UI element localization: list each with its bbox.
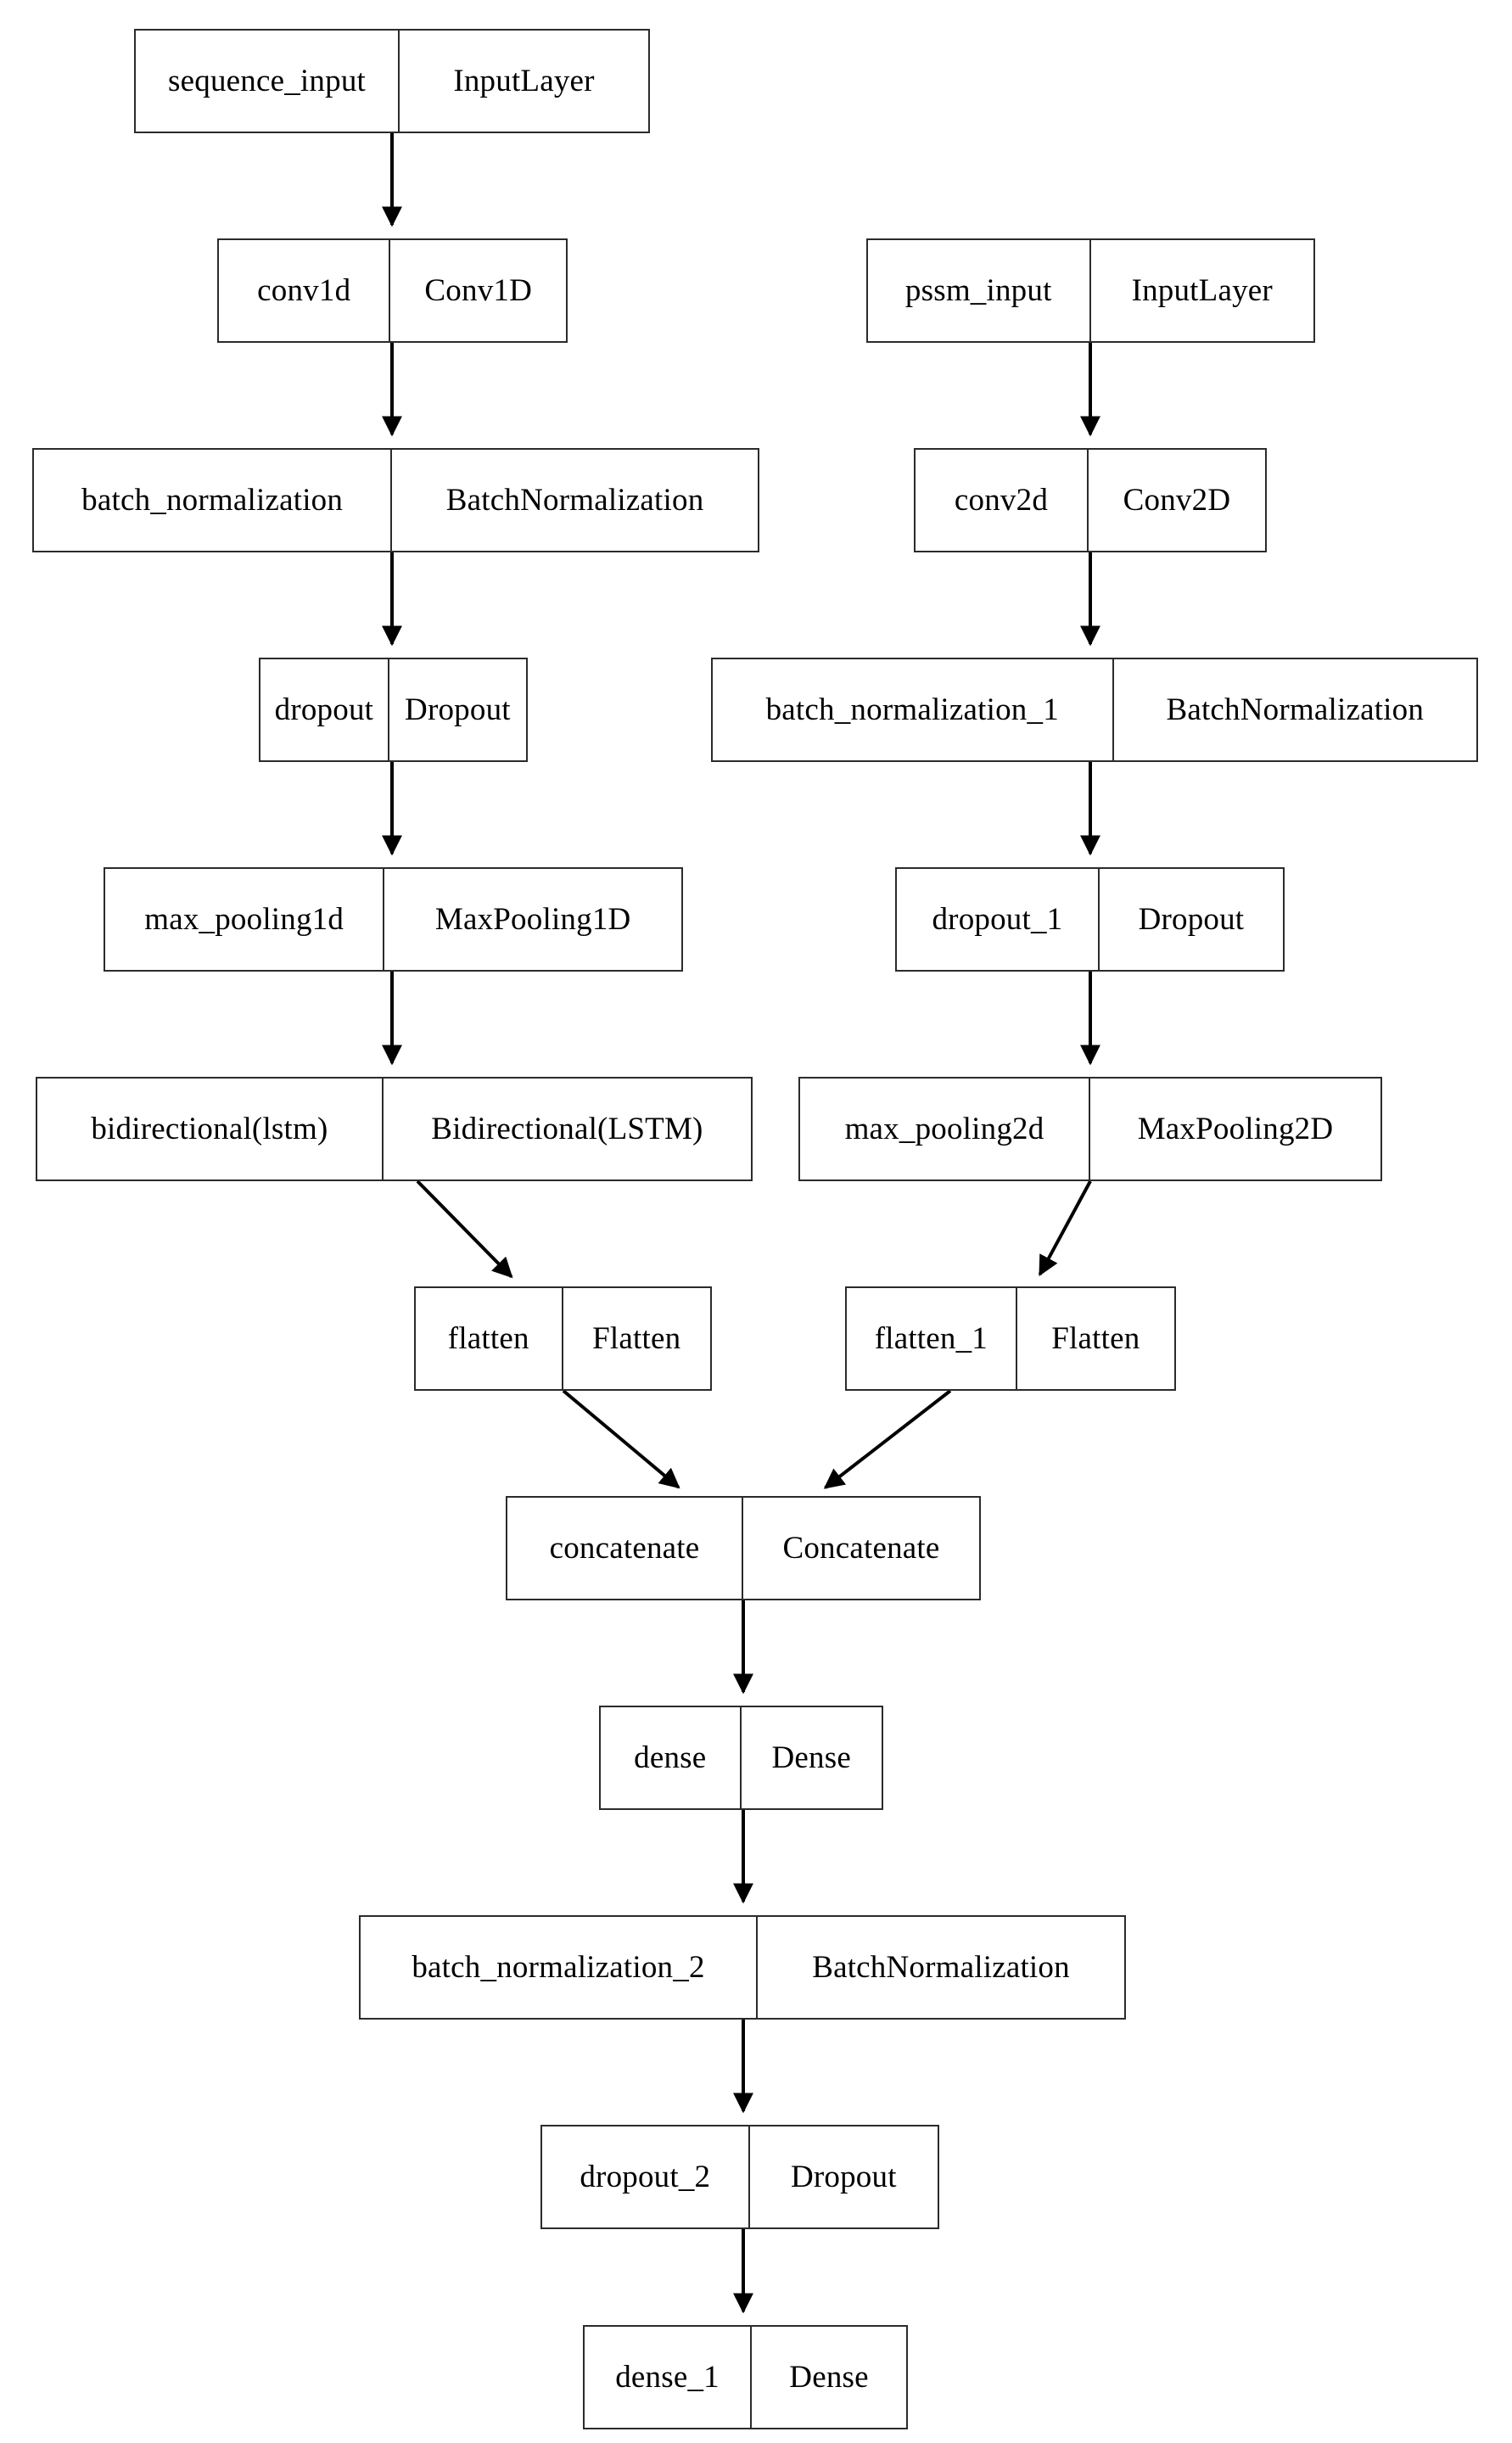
layer-type-max_pooling2d: MaxPooling2D bbox=[1137, 1112, 1334, 1146]
layer-name-max_pooling1d: max_pooling1d bbox=[105, 869, 385, 970]
layer-name-max_pooling2d: max_pooling2d bbox=[800, 1079, 1090, 1179]
edge-flatten-to-concatenate bbox=[562, 1389, 680, 1489]
layer-name-dense: dense bbox=[601, 1707, 742, 1808]
layer-node-batch_normalization_2[interactable]: batch_normalization_2 BatchNormalization bbox=[359, 1915, 1126, 2020]
layer-type-sequence_input: InputLayer bbox=[453, 64, 595, 98]
layer-node-conv1d[interactable]: conv1d Conv1D bbox=[217, 238, 568, 343]
layer-type-batch_normalization_2: BatchNormalization bbox=[812, 1950, 1070, 1985]
layer-type-dense_1: Dense bbox=[789, 2360, 869, 2395]
layer-node-dropout_2[interactable]: dropout_2 Dropout bbox=[540, 2125, 939, 2229]
layer-type-flatten_1: Flatten bbox=[1051, 1321, 1140, 1356]
layer-type-dropout_1: Dropout bbox=[1138, 902, 1245, 937]
layer-name-batch_normalization_1: batch_normalization_1 bbox=[713, 659, 1114, 760]
layer-name-flatten: flatten bbox=[416, 1288, 563, 1389]
layer-type-dense: Dense bbox=[771, 1740, 851, 1775]
layer-node-batch_normalization_1[interactable]: batch_normalization_1 BatchNormalization bbox=[711, 658, 1478, 762]
edge-max_pooling2d-to-flatten_1 bbox=[1038, 1180, 1092, 1277]
layer-type-conv1d: Conv1D bbox=[424, 273, 533, 308]
layer-name-dropout_2: dropout_2 bbox=[542, 2126, 750, 2227]
layer-node-max_pooling1d[interactable]: max_pooling1d MaxPooling1D bbox=[104, 867, 683, 972]
layer-name-bidirectional_lstm: bidirectional(lstm) bbox=[37, 1079, 384, 1179]
layer-name-flatten_1: flatten_1 bbox=[847, 1288, 1017, 1389]
layer-type-concatenate: Concatenate bbox=[782, 1531, 940, 1566]
layer-type-dropout: Dropout bbox=[405, 692, 511, 727]
layer-name-batch_normalization_2: batch_normalization_2 bbox=[361, 1917, 758, 2018]
layer-name-concatenate: concatenate bbox=[507, 1498, 743, 1599]
layer-node-flatten[interactable]: flatten Flatten bbox=[414, 1286, 712, 1391]
edge-bidirectional_lstm-to-flatten bbox=[416, 1179, 513, 1279]
layer-node-bidirectional_lstm[interactable]: bidirectional(lstm) Bidirectional(LSTM) bbox=[36, 1077, 753, 1181]
layer-node-sequence_input[interactable]: sequence_input InputLayer bbox=[134, 29, 650, 133]
layer-type-flatten: Flatten bbox=[592, 1321, 681, 1356]
layer-node-conv2d[interactable]: conv2d Conv2D bbox=[914, 448, 1267, 552]
layer-type-conv2d: Conv2D bbox=[1123, 483, 1231, 518]
layer-node-batch_normalization[interactable]: batch_normalization BatchNormalization bbox=[32, 448, 759, 552]
layer-type-max_pooling1d: MaxPooling1D bbox=[434, 902, 631, 937]
layer-name-batch_normalization: batch_normalization bbox=[34, 450, 393, 551]
layer-node-max_pooling2d[interactable]: max_pooling2d MaxPooling2D bbox=[798, 1077, 1382, 1181]
layer-type-bidirectional_lstm: Bidirectional(LSTM) bbox=[431, 1112, 703, 1146]
layer-node-dropout[interactable]: dropout Dropout bbox=[259, 658, 528, 762]
layer-node-dense_1[interactable]: dense_1 Dense bbox=[583, 2325, 908, 2429]
layer-name-dense_1: dense_1 bbox=[585, 2327, 753, 2428]
layer-type-batch_normalization_1: BatchNormalization bbox=[1166, 692, 1425, 727]
layer-name-conv1d: conv1d bbox=[219, 240, 391, 341]
layer-name-pssm_input: pssm_input bbox=[868, 240, 1091, 341]
layer-name-dropout_1: dropout_1 bbox=[897, 869, 1100, 970]
layer-node-concatenate[interactable]: concatenate Concatenate bbox=[506, 1496, 981, 1600]
layer-node-dropout_1[interactable]: dropout_1 Dropout bbox=[895, 867, 1285, 972]
layer-node-pssm_input[interactable]: pssm_input InputLayer bbox=[866, 238, 1315, 343]
layer-node-dense[interactable]: dense Dense bbox=[599, 1706, 883, 1810]
layer-type-batch_normalization: BatchNormalization bbox=[445, 483, 704, 518]
layer-name-sequence_input: sequence_input bbox=[136, 31, 400, 132]
layer-name-dropout: dropout bbox=[260, 659, 389, 760]
layer-type-dropout_2: Dropout bbox=[790, 2160, 897, 2194]
layer-type-pssm_input: InputLayer bbox=[1131, 273, 1273, 308]
layer-name-conv2d: conv2d bbox=[916, 450, 1089, 551]
layer-node-flatten_1[interactable]: flatten_1 Flatten bbox=[845, 1286, 1176, 1391]
edge-flatten_1-to-concatenate bbox=[823, 1389, 952, 1489]
